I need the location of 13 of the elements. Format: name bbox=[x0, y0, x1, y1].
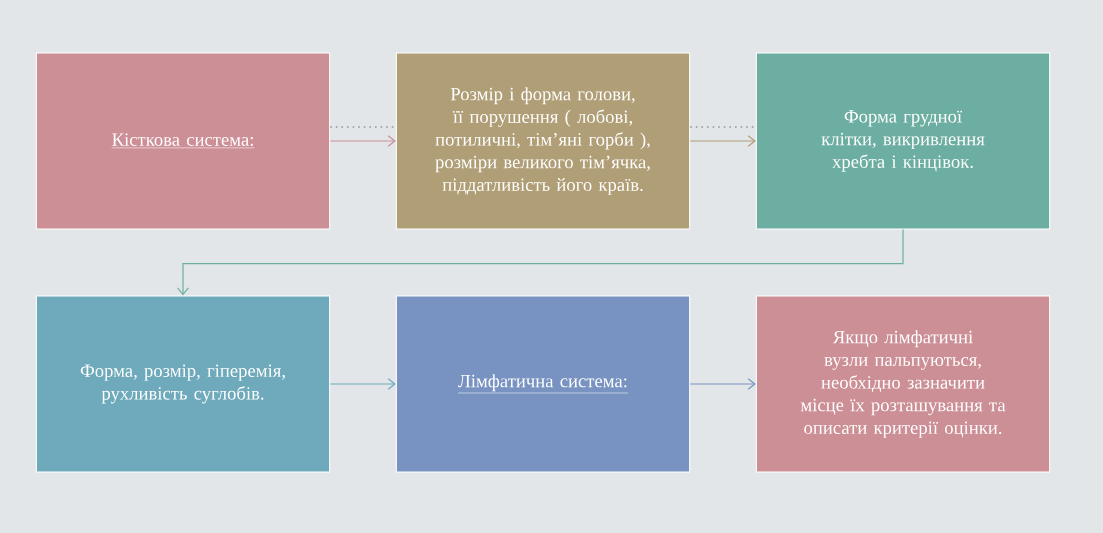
process-box: Кісткова система: bbox=[35, 52, 331, 230]
process-box: Розмір і форма голови, її порушення ( лобові, потиличні, тім’яні горби ), розміри великого тім’ячка, піддатливість його країв. bbox=[395, 52, 691, 230]
arrow bbox=[689, 135, 756, 147]
arrow bbox=[329, 135, 396, 147]
process-box: Форма, розмір, гіперемія, рухливість суглобів. bbox=[35, 295, 331, 473]
arrow bbox=[329, 378, 396, 390]
arrow bbox=[689, 378, 756, 390]
arrow bbox=[177, 228, 904, 296]
dotted-line bbox=[690, 125, 756, 129]
process-box: Форма грудної клітки, викривлення хребта і кінцівок. bbox=[755, 52, 1051, 230]
process-box: Лімфатична система: bbox=[395, 295, 691, 473]
dotted-line bbox=[330, 125, 396, 129]
process-box: Якщо лімфатичні вузли пальпуються, необхідно зазначити місце їх розташування та описати критерії оцінки. bbox=[755, 295, 1051, 473]
